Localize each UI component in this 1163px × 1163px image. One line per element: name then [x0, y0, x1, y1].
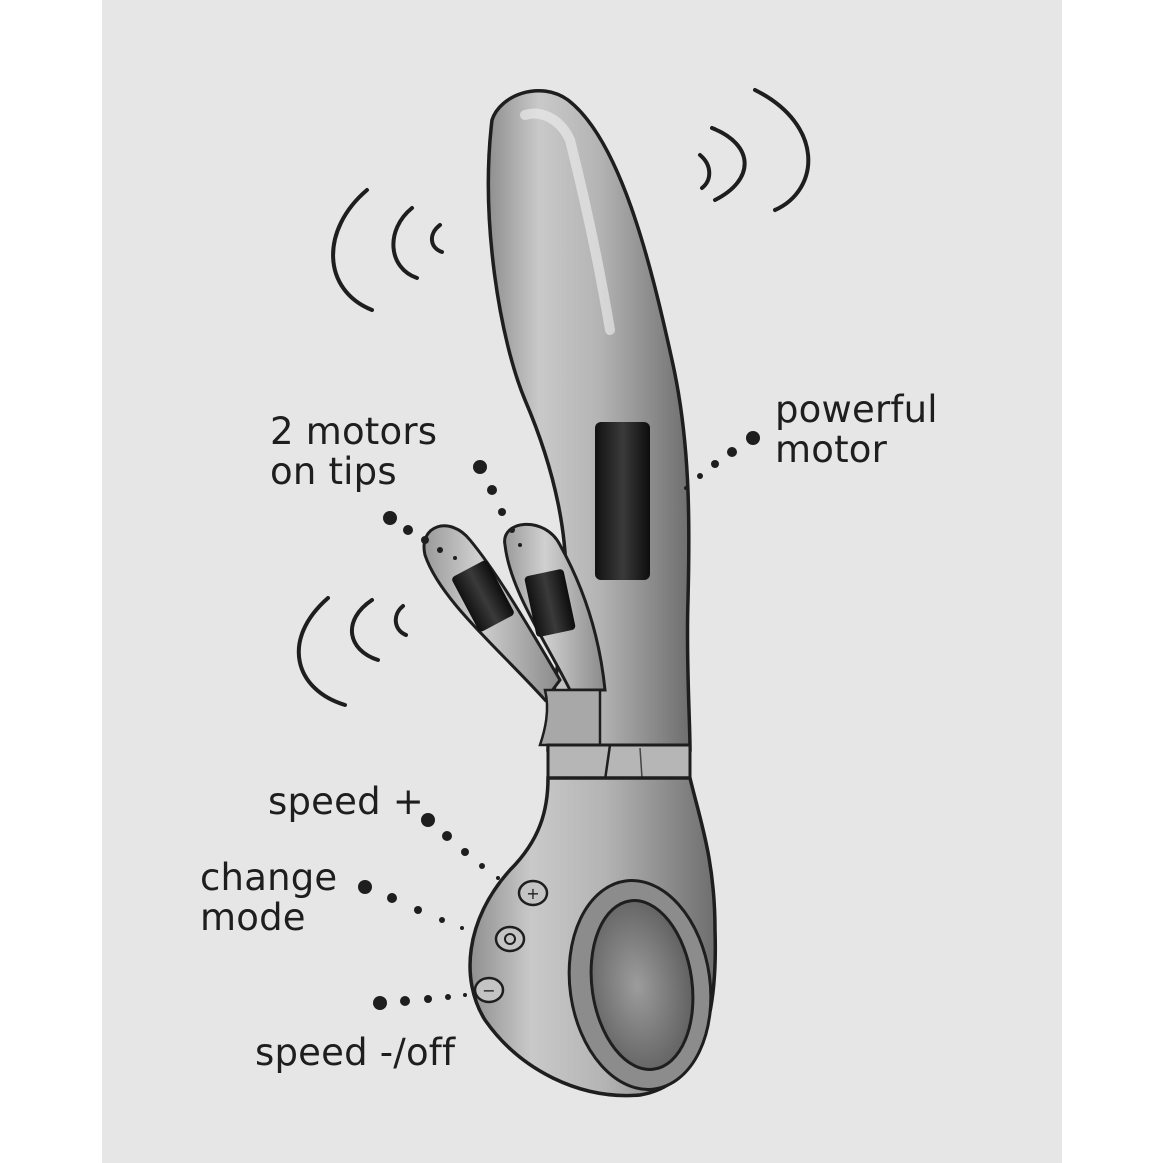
collar-band: [546, 743, 692, 782]
label-tip-motors: 2 motors on tips: [270, 412, 437, 492]
leader-dots-speed-down: [373, 993, 467, 1010]
label-change-mode-line1: change: [200, 856, 338, 899]
label-speed-up-text: speed +: [268, 780, 424, 823]
button-speed-down[interactable]: −: [473, 976, 505, 1004]
label-change-mode: change mode: [200, 858, 337, 938]
label-speed-down-text: speed -/off: [255, 1031, 456, 1074]
shaft-highlight: [520, 108, 615, 335]
button-change-mode[interactable]: [494, 925, 526, 953]
plus-icon: +: [526, 884, 539, 903]
label-tip-motors-line2: on tips: [270, 450, 397, 493]
tip-motor-left: [452, 560, 514, 632]
label-main-motor: powerful motor: [775, 390, 938, 470]
leader-dots-speed-up: [421, 813, 500, 880]
label-speed-up: speed +: [268, 782, 424, 822]
vibration-waves-left-bottom: [296, 596, 408, 707]
vibration-waves-left-top: [331, 188, 444, 312]
leader-dots-change-mode: [358, 880, 464, 930]
label-speed-down: speed -/off: [255, 1033, 455, 1073]
ear-base: [538, 688, 602, 747]
leader-dots-main-motor: [684, 431, 760, 490]
tip-motor-right: [524, 569, 576, 637]
mode-icon: [504, 933, 516, 945]
label-main-motor-line1: powerful: [775, 388, 938, 431]
vibration-waves-right-top: [698, 88, 811, 212]
main-motor: [595, 422, 650, 580]
minus-icon: −: [482, 981, 495, 1000]
button-speed-up[interactable]: +: [517, 879, 549, 907]
label-tip-motors-line1: 2 motors: [270, 410, 438, 453]
device-shaft: [486, 89, 692, 752]
leader-dots-tip-motors: [383, 460, 522, 560]
label-main-motor-line2: motor: [775, 428, 888, 471]
label-change-mode-line2: mode: [200, 896, 306, 939]
ring-hole: [589, 899, 695, 1071]
